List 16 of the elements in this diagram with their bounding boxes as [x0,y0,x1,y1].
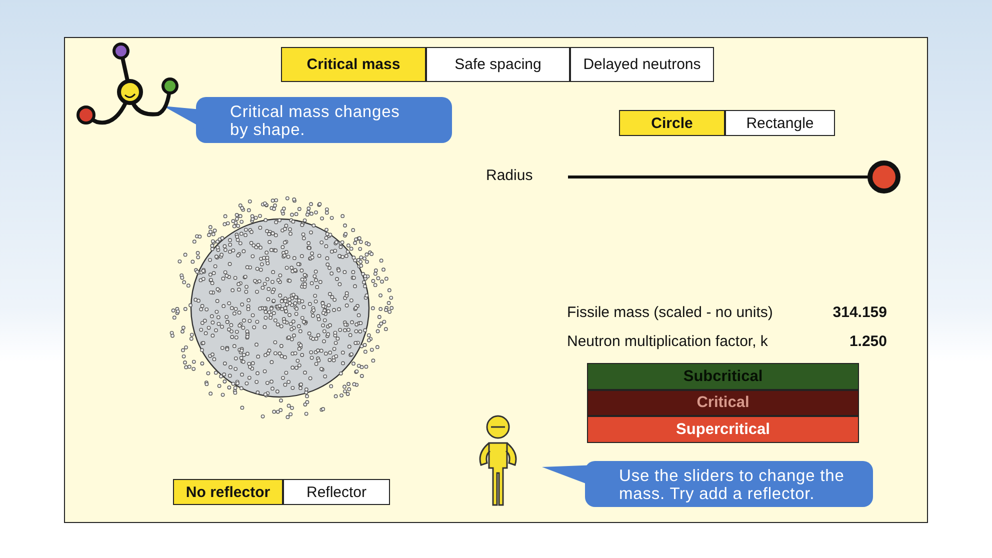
readout-value: 314.159 [832,304,887,321]
tab: Safe spacing [426,47,570,82]
tab: Critical mass [281,47,426,82]
toggle-button: No reflector [173,479,283,505]
status-indicator: Supercritical [587,416,859,443]
readout-label: Neutron multiplication factor, k [567,333,768,350]
speech-bubble: Use the sliders to change the mass. Try add a reflector. [585,461,873,507]
readout-value: 1.250 [848,333,887,350]
slider-label: Radius [486,167,533,184]
toggle-button: Reflector [283,479,390,505]
toggle-button: Rectangle [725,110,835,136]
tab: Delayed neutrons [570,47,714,82]
status-indicator: Critical [587,390,859,416]
readout-label: Fissile mass (scaled - no units) [567,304,773,321]
toggle-button: Circle [619,110,725,136]
status-indicator: Subcritical [587,363,859,390]
